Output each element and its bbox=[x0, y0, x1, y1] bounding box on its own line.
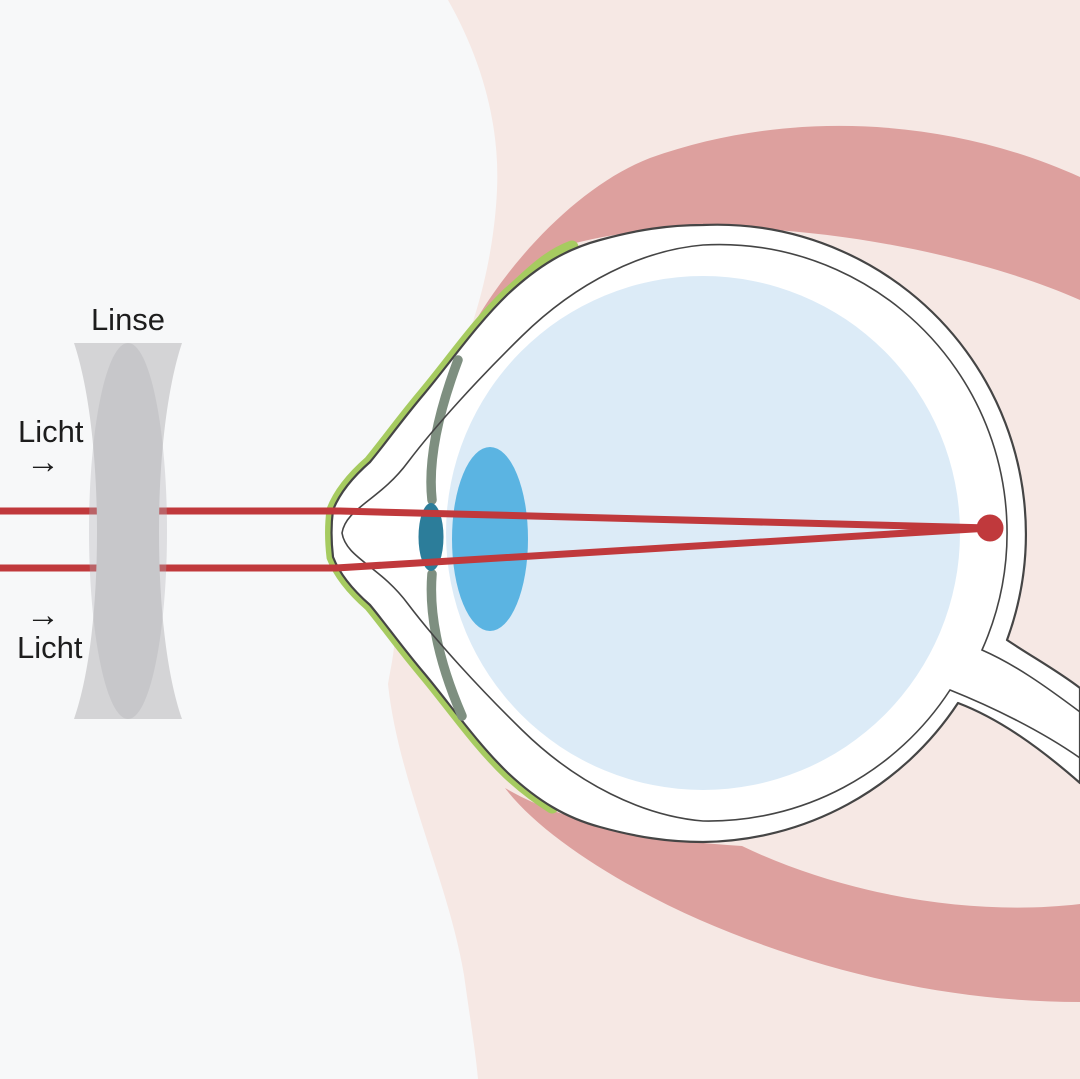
vitreous-body bbox=[446, 276, 960, 790]
focal-point-dot bbox=[976, 514, 1004, 542]
crystalline-lens bbox=[452, 447, 528, 631]
light-arrow-top-icon: → bbox=[26, 443, 60, 481]
light-arrow-bottom-icon: → bbox=[26, 596, 60, 634]
spectacle-lens-body bbox=[89, 343, 167, 719]
upper-muscle-band bbox=[455, 125, 1080, 360]
light-label-top: Licht bbox=[18, 414, 84, 449]
lower-muscle-band bbox=[505, 788, 1080, 1002]
lens-label: Linse bbox=[91, 302, 165, 337]
eye-inner-outline bbox=[341, 243, 1080, 822]
light-label-bottom: Licht bbox=[17, 630, 83, 665]
iris-upper bbox=[426, 355, 463, 505]
pupil bbox=[418, 503, 444, 571]
spectacle-lens-flares bbox=[74, 343, 182, 719]
